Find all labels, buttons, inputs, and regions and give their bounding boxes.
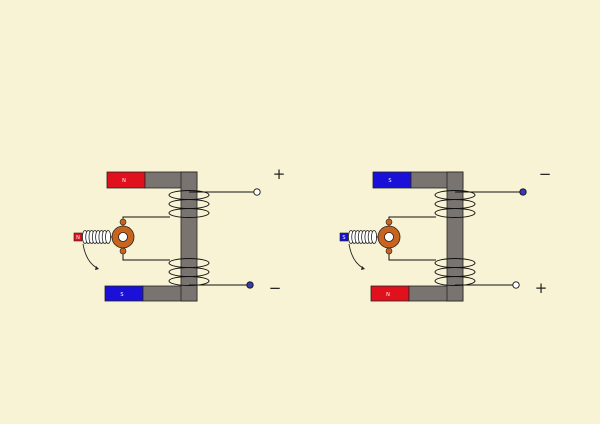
bottom-terminal: [246, 281, 254, 289]
motor-diagram-2: S N − + S: [339, 165, 552, 302]
rotation-arrow-head: [361, 266, 365, 270]
upper-coil-turn: [434, 208, 476, 218]
rotor-brush-top: [119, 218, 127, 226]
spring-coil-turn: [371, 230, 378, 244]
rotation-arrow: [348, 243, 364, 269]
upper-rotor-wire: [388, 216, 436, 226]
top-terminal: [253, 188, 261, 196]
vertical-core: [446, 171, 464, 302]
top-terminal-sign: +: [273, 165, 286, 183]
bottom-terminal-sign: −: [269, 279, 282, 297]
top-magnet-label: S: [388, 178, 391, 184]
top-magnet-pole: [106, 171, 146, 189]
rotor-hub: [118, 232, 128, 242]
rotor-brush-bottom: [385, 247, 393, 255]
top-magnet-pole: [372, 171, 412, 189]
upper-coil-turn: [168, 208, 210, 218]
bottom-terminal: [512, 281, 520, 289]
top-magnet-label: N: [122, 178, 126, 184]
motor-diagram-1: N S + − N: [73, 165, 286, 302]
spring-coil-turn: [105, 230, 112, 244]
top-terminal-sign: −: [539, 165, 552, 183]
lower-rotor-wire: [122, 248, 170, 261]
bottom-magnet-pole: [370, 285, 410, 302]
bottom-magnet-pole: [104, 285, 144, 302]
vertical-core: [180, 171, 198, 302]
bottom-magnet-label: N: [386, 292, 390, 298]
top-terminal: [519, 188, 527, 196]
small-magnet-label: S: [342, 235, 345, 241]
rotor-brush-top: [385, 218, 393, 226]
rotation-arrow: [82, 243, 98, 269]
rotor-hub: [384, 232, 394, 242]
bottom-terminal-sign: +: [535, 279, 548, 297]
rotor-brush-bottom: [119, 247, 127, 255]
bottom-magnet-label: S: [120, 292, 123, 298]
upper-rotor-wire: [122, 216, 170, 226]
rotation-arrow-head: [95, 266, 99, 270]
small-magnet-label: N: [76, 235, 80, 241]
lower-rotor-wire: [388, 248, 436, 261]
